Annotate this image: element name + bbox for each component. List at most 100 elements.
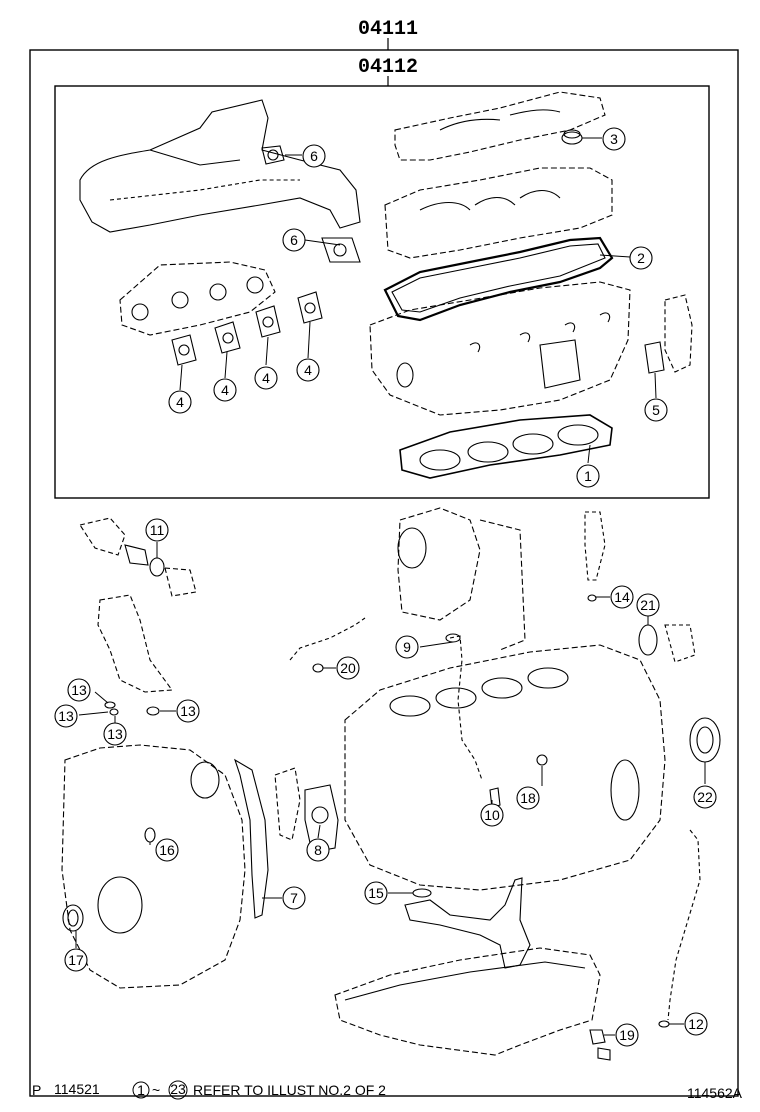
callout-c13b: 13 <box>54 704 78 728</box>
exhaust-manifold-drawing <box>119 261 276 336</box>
callout-circle <box>67 678 91 702</box>
callout-number: 11 <box>150 522 165 538</box>
callout-circle <box>282 886 306 910</box>
callout-number: 1 <box>584 468 592 484</box>
callout-c19: 19 <box>615 1023 639 1047</box>
gasket-18 <box>536 754 548 766</box>
callout-number: 9 <box>403 639 411 655</box>
inner-kit-frame <box>54 85 710 499</box>
callout-number: 12 <box>688 1016 704 1032</box>
callout-c18: 18 <box>516 786 540 810</box>
callout-circle <box>168 390 192 414</box>
oil-pan-drawing <box>334 947 601 1056</box>
cylinder-head-drawing <box>369 281 631 416</box>
sub-kit-part-number: 04112 <box>358 56 418 79</box>
callout-circle <box>644 398 668 422</box>
callout-c13c: 13 <box>103 722 127 746</box>
range-start-circle <box>132 1081 150 1099</box>
callout-number: 4 <box>176 394 184 410</box>
oil-nozzle-gasket <box>445 633 461 643</box>
callout-circle <box>306 838 330 862</box>
oil-pipe-drawing <box>289 617 366 661</box>
callout-circle <box>282 228 306 252</box>
oil-seal-rear <box>689 717 721 763</box>
callout-c21: 21 <box>636 593 660 617</box>
callout-circle <box>610 585 634 609</box>
timing-cover-o-ring <box>144 827 156 843</box>
dipstick-o-ring <box>658 1020 670 1028</box>
callout-number: 13 <box>58 708 74 724</box>
thermostat-o-ring <box>149 557 165 577</box>
page-prefix: P <box>32 1082 41 1098</box>
injection-nozzle-drawing <box>584 511 606 581</box>
callout-c6a: 6 <box>302 144 326 168</box>
range-end-circle <box>168 1080 188 1100</box>
callout-circle <box>103 722 127 746</box>
intake-pipe-drawing <box>79 99 361 233</box>
callout-circle <box>684 1012 708 1036</box>
callout-number: 21 <box>640 597 656 613</box>
callout-number: 6 <box>310 148 318 164</box>
callout-c13a: 13 <box>67 678 91 702</box>
pipe-gasket-upper <box>261 145 285 165</box>
water-pump-gasket <box>304 784 339 853</box>
callout-number: 17 <box>68 952 84 968</box>
drain-plug-gasket <box>589 1029 606 1045</box>
callout-circle <box>64 948 88 972</box>
callout-circle <box>480 803 504 827</box>
callout-number: 7 <box>290 890 298 906</box>
callout-number: 13 <box>180 703 196 719</box>
callout-circle <box>364 881 388 905</box>
water-inlet-pipe <box>97 594 174 693</box>
pipe-gasket-lower <box>321 237 361 263</box>
strainer-gasket <box>412 888 432 898</box>
callout-c9: 9 <box>395 635 419 659</box>
oil-pipe-o-ring <box>312 663 324 673</box>
callout-number: 20 <box>340 660 356 676</box>
callout-c8: 8 <box>306 838 330 862</box>
water-pump-drawing <box>274 767 301 841</box>
footer-note: REFER TO ILLUST NO.2 OF 2 <box>193 1082 386 1098</box>
page-code: 114521 <box>54 1081 100 1097</box>
callout-number: 19 <box>619 1027 635 1043</box>
callout-circle <box>176 699 200 723</box>
callout-circle <box>302 144 326 168</box>
nozzle-seat-gasket <box>587 594 597 602</box>
callout-c22: 22 <box>693 785 717 809</box>
outer-kit-frame <box>29 49 739 1097</box>
timing-cover-gasket <box>234 758 269 919</box>
callout-number: 14 <box>614 589 630 605</box>
dipstick-guide-drawing <box>449 635 483 781</box>
callout-c3: 3 <box>602 127 626 151</box>
callout-c4d: 4 <box>296 358 320 382</box>
callout-number: 6 <box>290 232 298 248</box>
callout-c12: 12 <box>684 1012 708 1036</box>
callout-number: 8 <box>314 842 322 858</box>
oil-dipstick-drawing <box>667 829 701 1021</box>
callout-number: 18 <box>520 790 536 806</box>
callout-number: 13 <box>107 726 123 742</box>
callout-circle <box>54 704 78 728</box>
callout-circle <box>145 518 169 542</box>
thermostat-housing-drawing <box>79 517 126 556</box>
callout-number: 13 <box>71 682 87 698</box>
illustration-id: 114562A <box>687 1085 743 1101</box>
callout-number: 5 <box>652 402 660 418</box>
footer: P 114521 1 ~ 23 REFER TO ILLUST NO.2 OF … <box>32 1080 743 1101</box>
callout-c14: 14 <box>610 585 634 609</box>
manifold-gaskets <box>171 291 323 366</box>
head-cover-drawing <box>394 91 606 161</box>
o-ring-13a <box>104 701 116 709</box>
callout-c1: 1 <box>576 464 600 488</box>
callout-c15: 15 <box>364 881 388 905</box>
head-cover-gasket <box>383 236 614 322</box>
callout-number: 4 <box>221 382 229 398</box>
range-end: 23 <box>170 1081 186 1097</box>
callout-c2: 2 <box>629 246 653 270</box>
cylinder-block-drawing <box>344 644 666 891</box>
callout-circle <box>395 635 419 659</box>
o-ring-13b <box>109 708 119 716</box>
callout-circle <box>636 593 660 617</box>
